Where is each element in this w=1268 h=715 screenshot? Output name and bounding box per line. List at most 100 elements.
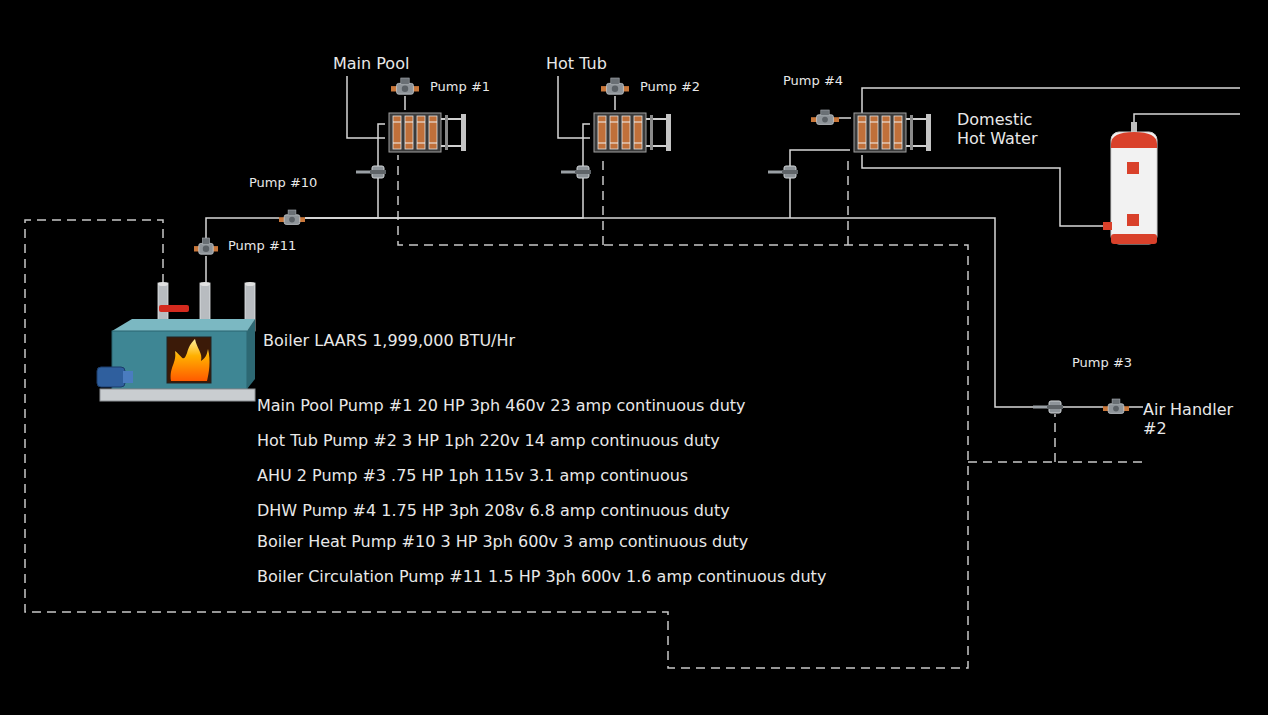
plate-mark <box>598 143 606 144</box>
exchanger-plate <box>417 116 425 149</box>
tank-panel <box>1127 162 1139 174</box>
pump-flange <box>279 217 305 222</box>
plate-mark <box>610 143 618 144</box>
pipe-line <box>862 155 1103 226</box>
plate-mark <box>598 122 606 123</box>
pipe-connector <box>305 218 1103 407</box>
valve-symbol <box>1033 401 1063 413</box>
plate-mark <box>417 122 425 123</box>
valve-handle <box>356 171 372 174</box>
frame-end <box>926 114 931 151</box>
pump: Pump #11 <box>194 238 218 256</box>
pump: Pump #1 <box>391 78 419 96</box>
plate-mark <box>405 122 413 123</box>
plate-mark <box>870 143 878 144</box>
exchanger-plate <box>429 116 437 149</box>
pump-icon <box>391 78 419 96</box>
valve-handle <box>768 171 784 174</box>
exchanger-plate <box>405 116 413 149</box>
plate-mark <box>393 122 401 123</box>
hot-water-tank-icon <box>1103 122 1165 250</box>
plate-mark <box>634 143 642 144</box>
plate-mark <box>858 143 866 144</box>
pipe-connector <box>614 96 616 110</box>
plate-mark <box>634 122 642 123</box>
pump: Pump #4 <box>811 110 839 126</box>
pump-body <box>199 243 213 254</box>
pump-body <box>284 215 300 225</box>
boiler-top <box>112 319 255 331</box>
plate-mark <box>429 143 437 144</box>
valve-handle <box>159 305 189 312</box>
heat-exchanger-icon <box>590 110 675 155</box>
pump-icon <box>601 78 629 96</box>
pump-spec: Boiler Circulation Pump #11 1.5 HP 3ph 6… <box>257 567 826 587</box>
exchanger-plate <box>634 116 642 149</box>
boiler-icon <box>97 283 257 408</box>
pump: Pump #10 <box>279 210 305 226</box>
frame-plate <box>445 115 448 150</box>
boiler-base <box>100 389 255 401</box>
exchanger-plate <box>858 116 866 149</box>
pump-label: Pump #11 <box>228 238 296 254</box>
exchanger-plate <box>393 116 401 149</box>
pump-volute <box>822 117 828 123</box>
tank-nozzle <box>1131 122 1137 132</box>
equipment-label: Boiler LAARS 1,999,000 BTU/Hr <box>263 331 515 350</box>
valve-symbol <box>356 166 386 178</box>
equipment-label: Hot Tub <box>546 54 607 73</box>
pump-icon <box>1103 399 1129 415</box>
air-handler: Air Handler #2 <box>1143 400 1253 438</box>
pipe-connector <box>1129 406 1143 408</box>
pump: Pump #2 <box>601 78 629 96</box>
pump-motor <box>821 110 829 116</box>
pump-motor <box>288 210 296 216</box>
hot-water-tank: Domestic Hot Water <box>1103 122 1165 250</box>
equipment-label: Main Pool <box>333 54 409 73</box>
boiler-flame <box>171 339 210 381</box>
plate-mark <box>429 122 437 123</box>
exchanger-plate <box>882 116 890 149</box>
pump-motor <box>1112 399 1120 405</box>
pump-body <box>817 115 834 125</box>
frame-plate <box>650 115 653 150</box>
plate-mark <box>393 143 401 144</box>
valve-symbol <box>561 166 591 178</box>
exchanger-frame <box>389 113 441 152</box>
pump-label: Pump #2 <box>640 79 700 95</box>
pump-label: Pump #4 <box>783 73 843 89</box>
return-line <box>25 155 968 668</box>
boiler-body <box>112 331 247 389</box>
pump-icon <box>279 210 305 226</box>
pump-volute <box>1113 406 1119 412</box>
pump-volute <box>402 86 408 92</box>
heat-exchanger: Main Pool <box>385 110 470 155</box>
pump-body <box>607 83 624 94</box>
pipe-line <box>839 117 851 119</box>
exchanger-plate <box>610 116 618 149</box>
plate-mark <box>622 143 630 144</box>
pump-volute <box>203 246 209 252</box>
tank-cap <box>1111 132 1157 148</box>
pump-flange <box>194 246 218 251</box>
plate-mark <box>894 143 902 144</box>
pipe-line <box>347 76 385 138</box>
pump-flange <box>811 117 839 122</box>
pump-motor <box>611 78 619 84</box>
pump: Pump #3 <box>1103 399 1129 415</box>
frame-end <box>461 114 466 151</box>
plate-mark <box>858 122 866 123</box>
pipe-line <box>1134 114 1240 122</box>
pump-label: Pump #1 <box>430 79 490 95</box>
pump-spec: Hot Tub Pump #2 3 HP 1ph 220v 14 amp con… <box>257 431 720 451</box>
stack-top <box>200 282 210 286</box>
plate-mark <box>882 143 890 144</box>
pump-flange <box>601 86 629 91</box>
pump-volute <box>612 86 618 92</box>
boiler: Boiler LAARS 1,999,000 BTU/Hr <box>97 283 257 408</box>
pipe-connector <box>404 96 406 110</box>
frame-plate <box>910 115 913 150</box>
pump-motor <box>202 238 209 244</box>
pipe-line <box>862 88 1240 113</box>
fire-window <box>167 337 211 383</box>
